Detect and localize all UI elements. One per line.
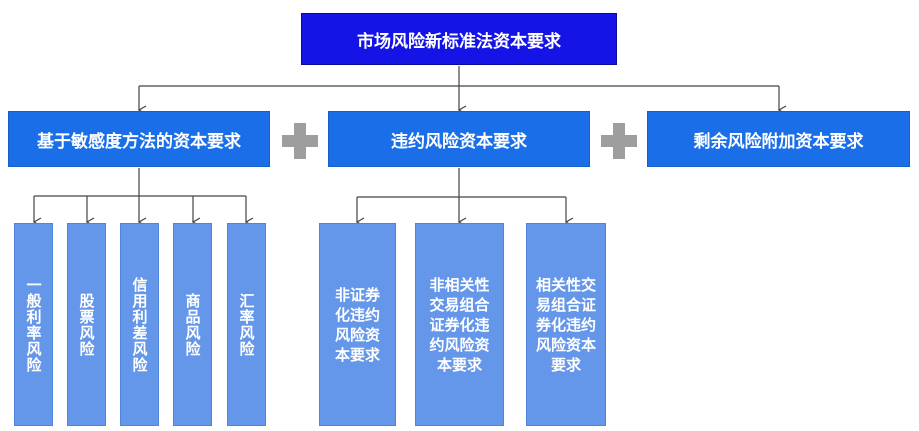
leaf-label: 一般利率风险 [24, 276, 43, 373]
leaf-label: 相关性交易组合证券化违约风险资本要求 [535, 275, 596, 374]
leaf-label: 非相关性交易组合证券化违约风险资本要求 [429, 275, 490, 374]
leaf-label: 股票风险 [77, 292, 96, 357]
leaf-equity-risk: 股票风险 [67, 223, 106, 426]
root-label: 市场风险新标准法资本要求 [357, 31, 561, 52]
leaf-fx-risk: 汇率风险 [227, 223, 266, 426]
node-sensitivity-capital: 基于敏感度方法的资本要求 [8, 111, 270, 167]
leaf-commodity-risk: 商品风险 [173, 223, 212, 426]
plus-icon [601, 123, 637, 159]
node-default-risk-capital: 违约风险资本要求 [328, 111, 590, 167]
node-residual-risk-addon: 剩余风险附加资本要求 [647, 111, 910, 167]
leaf-securitisation-non-ctp-drc: 非相关性交易组合证券化违约风险资本要求 [415, 223, 504, 426]
leaf-label: 汇率风险 [237, 292, 256, 357]
node-residual-label: 剩余风险附加资本要求 [693, 131, 864, 152]
root-node: 市场风险新标准法资本要求 [301, 13, 617, 65]
leaf-label: 非证券化违约风险资本要求 [334, 285, 380, 364]
leaf-credit-spread-risk: 信用利差风险 [120, 223, 159, 426]
node-sensitivity-label: 基于敏感度方法的资本要求 [37, 131, 241, 152]
leaf-non-securitisation-drc: 非证券化违约风险资本要求 [319, 223, 396, 426]
leaf-label: 商品风险 [183, 292, 202, 357]
leaf-label: 信用利差风险 [130, 276, 149, 373]
leaf-general-interest-rate-risk: 一般利率风险 [14, 223, 53, 426]
leaf-securitisation-ctp-drc: 相关性交易组合证券化违约风险资本要求 [526, 223, 606, 426]
node-default-label: 违约风险资本要求 [391, 131, 527, 152]
plus-icon [282, 123, 318, 159]
